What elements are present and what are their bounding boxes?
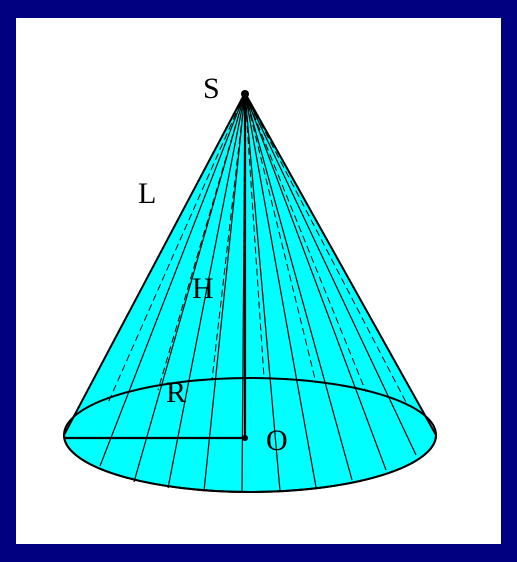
apex-point: [241, 90, 249, 98]
label-center: O: [266, 424, 288, 457]
cone-diagram: S L H R O: [63, 72, 437, 493]
label-height: H: [192, 272, 214, 305]
hidden-generatrices: [107, 92, 409, 407]
label-radius: R: [166, 376, 186, 409]
base-front-arc: [63, 434, 437, 493]
diagram-panel: S L H R O: [16, 18, 501, 544]
center-point: [242, 435, 248, 441]
base-back-arc: [63, 377, 437, 436]
label-apex: S: [203, 72, 220, 105]
label-slant: L: [138, 177, 156, 210]
